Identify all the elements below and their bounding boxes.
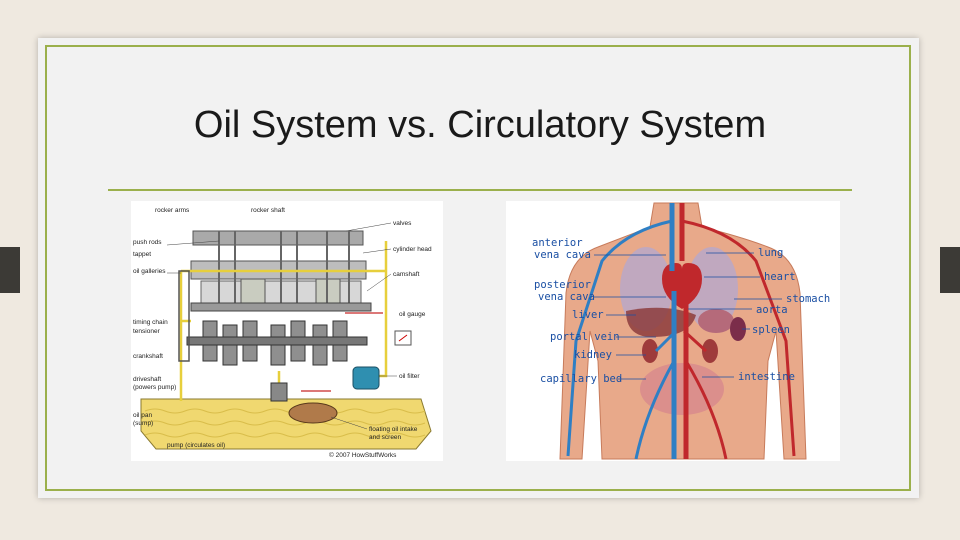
label-posterior-vena-cava: vena cava — [538, 291, 595, 303]
circulatory-diagram: anterior vena cava lung heart posterior … — [506, 201, 840, 461]
label-tappet: tappet — [133, 251, 151, 258]
label-camshaft: camshaft — [393, 271, 420, 278]
label-pump: pump (circulates oil) — [167, 442, 225, 449]
label-credit: © 2007 HowStuffWorks — [329, 451, 397, 459]
label-capillary-bed: capillary bed — [540, 373, 622, 385]
label-anterior-vena-cava: vena cava — [534, 249, 591, 261]
label-oil-filter: oil filter — [399, 373, 420, 380]
left-edge-tab — [0, 247, 20, 293]
label-push-rods: push rods — [133, 239, 162, 246]
label-lung: lung — [758, 247, 783, 259]
engine-oil-diagram: rocker arms rocker shaft valves push rod… — [131, 201, 443, 461]
label-liver: liver — [572, 309, 604, 321]
label-anterior: anterior — [532, 237, 583, 249]
label-driveshaft: driveshaft — [133, 376, 161, 383]
label-oil-galleries: oil galleries — [133, 268, 166, 275]
label-stomach: stomach — [786, 293, 830, 305]
slide-frame — [45, 45, 911, 491]
right-edge-tab — [940, 247, 960, 293]
label-portal-vein: portal vein — [550, 331, 620, 343]
label-heart: heart — [764, 271, 796, 283]
label-timing-chain: timing chain — [133, 319, 168, 326]
label-tensioner: tensioner — [133, 328, 161, 335]
label-intestine: intestine — [738, 371, 795, 383]
label-spleen: spleen — [752, 324, 790, 336]
slide-title: Oil System vs. Circulatory System — [193, 104, 767, 146]
title-divider — [108, 189, 852, 191]
label-posterior: posterior — [534, 279, 591, 291]
label-powers-pump: (powers pump) — [133, 384, 176, 391]
label-valves: valves — [393, 220, 412, 227]
label-crankshaft: crankshaft — [133, 353, 163, 360]
label-rocker-arms: rocker arms — [155, 207, 190, 214]
label-aorta: aorta — [756, 304, 788, 316]
label-rocker-shaft: rocker shaft — [251, 207, 285, 214]
label-oil-pan: oil pan — [133, 412, 153, 419]
label-floating-intake-1: floating oil intake — [369, 426, 418, 433]
label-sump: (sump) — [133, 420, 153, 427]
label-floating-intake-2: and screen — [369, 434, 402, 441]
label-oil-gauge: oil gauge — [399, 311, 426, 318]
label-cylinder-head: cylinder head — [393, 246, 432, 253]
label-kidney: kidney — [574, 349, 612, 361]
